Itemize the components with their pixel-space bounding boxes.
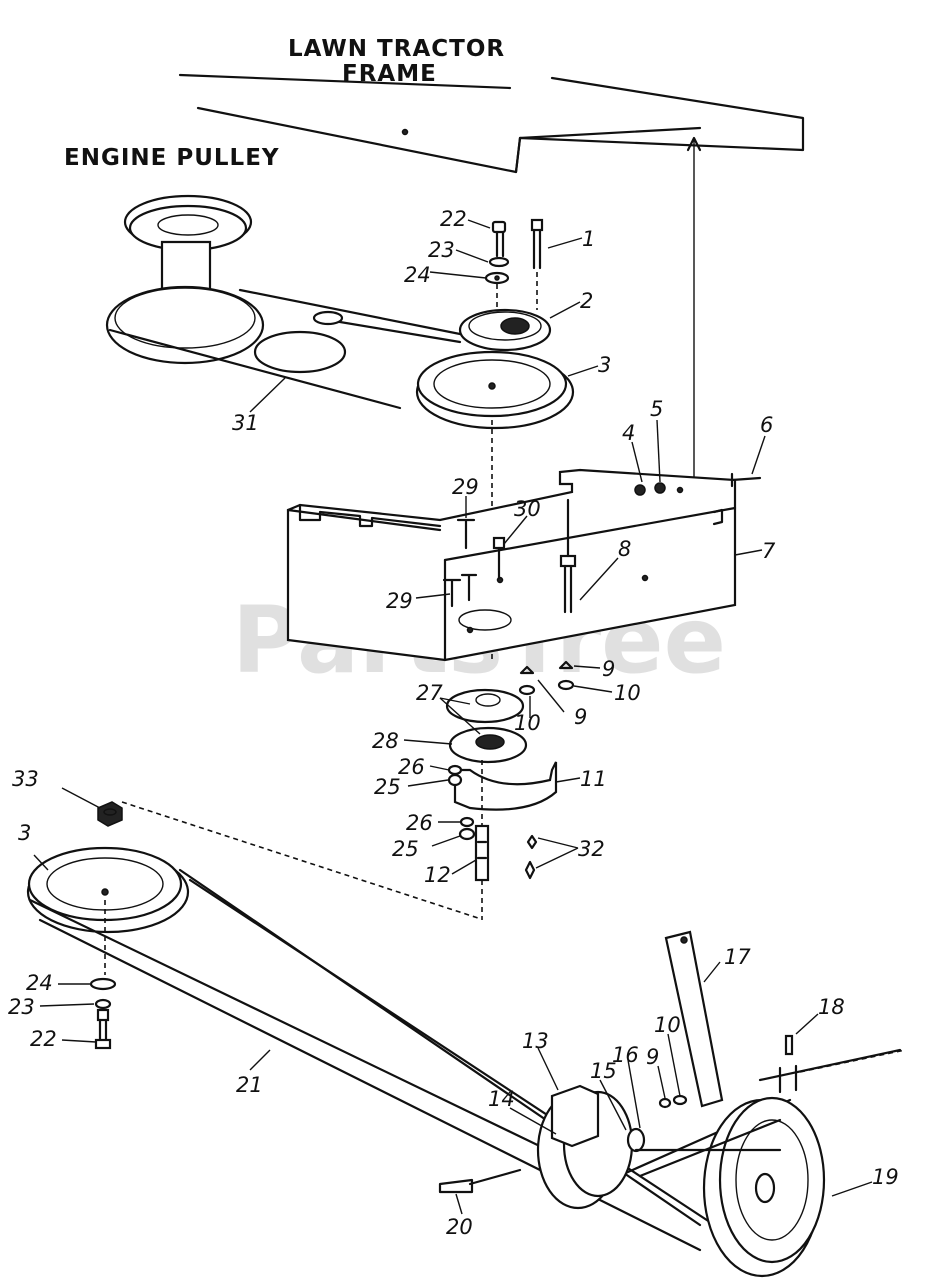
callout-10-b: 10 xyxy=(514,711,541,735)
callout-26-b: 26 xyxy=(406,811,433,835)
callout-29-bottom: 29 xyxy=(386,589,413,613)
leader-lines xyxy=(33,219,873,1215)
pulley-3-top xyxy=(415,350,575,430)
callout-20: 20 xyxy=(446,1215,473,1239)
callout-3-top: 3 xyxy=(598,353,611,377)
callout-12: 12 xyxy=(424,863,451,887)
callout-18: 18 xyxy=(818,995,845,1019)
callout-29-top: 29 xyxy=(452,475,479,499)
callout-22-top: 22 xyxy=(440,207,467,231)
callout-32: 32 xyxy=(578,837,605,861)
callout-13: 13 xyxy=(522,1029,549,1053)
upper-belt-31 xyxy=(105,285,472,410)
callout-9-a: 9 xyxy=(602,657,615,681)
callout-9-b: 9 xyxy=(574,705,587,729)
mounting-bracket-7 xyxy=(286,468,737,662)
bottom-hardware xyxy=(89,977,117,1050)
callout-14: 14 xyxy=(488,1087,515,1111)
callout-21: 21 xyxy=(236,1073,263,1097)
callout-24-top: 24 xyxy=(404,263,431,287)
callout-8: 8 xyxy=(618,537,631,561)
callout-1: 1 xyxy=(582,227,595,251)
callout-7: 7 xyxy=(762,539,776,563)
callout-15: 15 xyxy=(590,1059,617,1083)
callout-5: 5 xyxy=(650,397,663,421)
callout-26-a: 26 xyxy=(398,755,425,779)
brake-assembly xyxy=(438,1084,782,1210)
frame-title-line1: LAWN TRACTOR xyxy=(288,36,505,62)
callout-3-bottom: 3 xyxy=(18,821,31,845)
callout-27: 27 xyxy=(416,681,443,705)
pulley-3-bottom xyxy=(26,801,479,975)
callout-numbers: 22 23 24 1 2 3 31 4 5 6 7 8 30 29 29 9 1… xyxy=(8,207,899,1239)
engine-pulley-title: ENGINE PULLEY xyxy=(64,145,280,171)
callout-17: 17 xyxy=(724,945,751,969)
bearing-plates xyxy=(445,660,575,764)
idler-pulley-2 xyxy=(458,308,552,352)
transmission-pulley-19 xyxy=(664,930,906,1278)
callout-9-c: 9 xyxy=(646,1045,659,1069)
shaft-bracket-11 xyxy=(447,760,558,920)
callout-31: 31 xyxy=(232,411,259,435)
callout-19: 19 xyxy=(872,1165,899,1189)
callout-30: 30 xyxy=(514,497,541,521)
callout-10-c: 10 xyxy=(654,1013,681,1037)
callout-25-b: 25 xyxy=(392,837,419,861)
callout-28: 28 xyxy=(372,729,399,753)
callout-23-bottom: 23 xyxy=(8,995,35,1019)
callout-4: 4 xyxy=(622,421,635,445)
callout-16: 16 xyxy=(612,1043,639,1067)
callout-11: 11 xyxy=(580,767,607,791)
callout-6: 6 xyxy=(760,413,773,437)
callout-10-a: 10 xyxy=(614,681,641,705)
callout-25-a: 25 xyxy=(374,775,401,799)
callout-22-bottom: 22 xyxy=(30,1027,57,1051)
callout-23-top: 23 xyxy=(428,238,455,262)
callout-33: 33 xyxy=(12,767,39,791)
tractor-frame xyxy=(178,73,805,478)
callout-24-bottom: 24 xyxy=(26,971,53,995)
bracket-hardware xyxy=(442,472,762,614)
callout-2: 2 xyxy=(580,289,593,313)
